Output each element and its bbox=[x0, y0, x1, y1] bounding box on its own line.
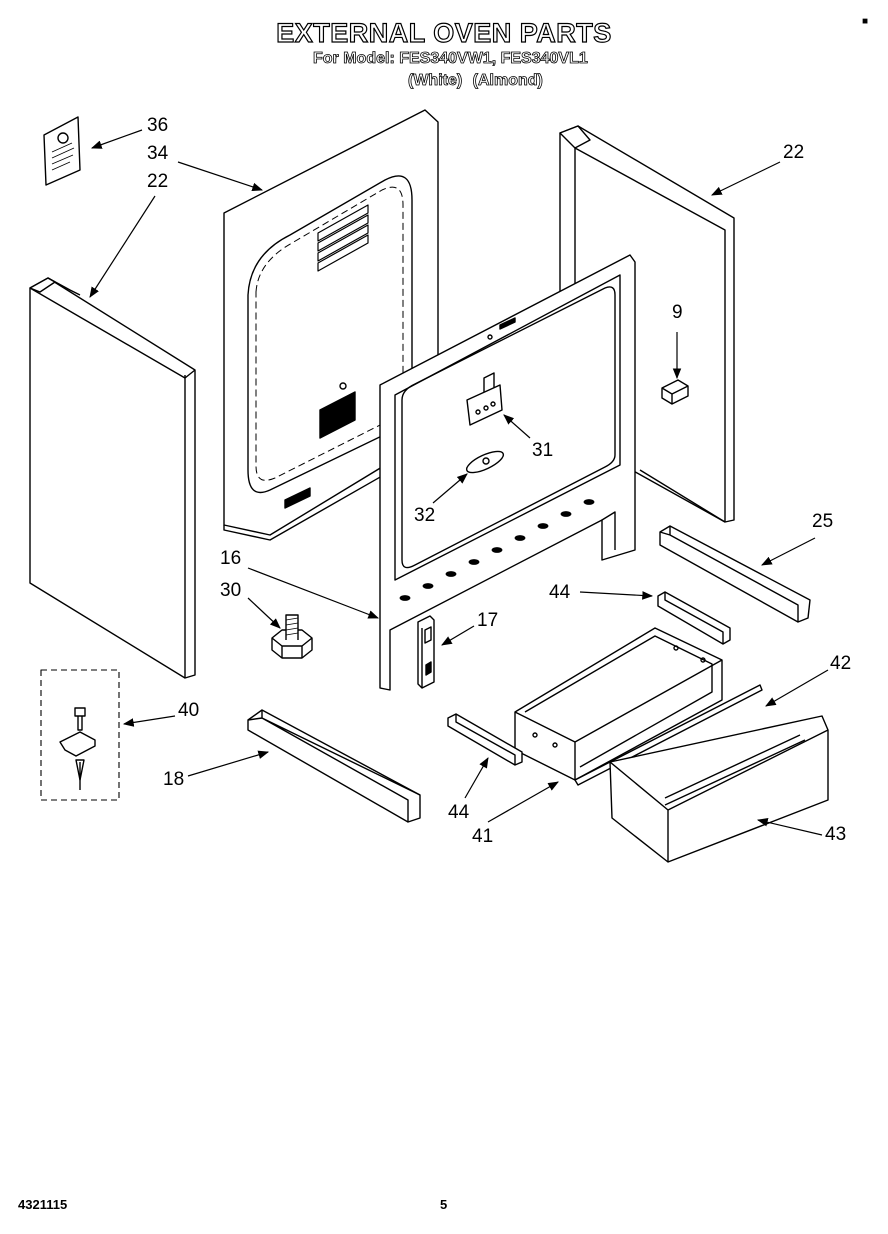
leader-arrows bbox=[89, 130, 828, 835]
corner-mark: ■ bbox=[862, 16, 869, 27]
callout-17: 17 bbox=[477, 610, 499, 631]
callout-30: 30 bbox=[220, 580, 242, 601]
callout-22-left: 22 bbox=[147, 171, 169, 192]
callout-36: 36 bbox=[147, 115, 169, 136]
part-31-switch bbox=[467, 373, 502, 425]
part-16-front-frame bbox=[380, 255, 635, 690]
color-variants: (White) (Almond) bbox=[408, 72, 544, 90]
callout-32: 32 bbox=[414, 505, 436, 526]
callout-18: 18 bbox=[163, 769, 185, 790]
part-40-anti-tip-kit bbox=[41, 670, 119, 800]
callout-43: 43 bbox=[825, 824, 847, 845]
callout-31: 31 bbox=[532, 440, 554, 461]
part-32-lens bbox=[464, 447, 506, 477]
part-22-left-side-panel bbox=[30, 278, 195, 678]
part-17-bracket bbox=[418, 616, 434, 688]
callout-9: 9 bbox=[672, 302, 683, 323]
part-18-kick-plate bbox=[248, 710, 420, 822]
part-36-label-tag bbox=[44, 117, 80, 185]
callout-40: 40 bbox=[178, 700, 200, 721]
callout-25: 25 bbox=[812, 511, 834, 532]
page-number: 5 bbox=[440, 1197, 448, 1212]
model-line: For Model: FES340VW1, FES340VL1 bbox=[313, 50, 589, 68]
callout-44-upper: 44 bbox=[549, 582, 571, 603]
part-9-clip bbox=[662, 380, 688, 404]
callout-22-right: 22 bbox=[783, 142, 805, 163]
callout-41: 41 bbox=[472, 826, 494, 847]
part-44-drawer-slide-upper bbox=[658, 592, 730, 644]
callout-44-lower: 44 bbox=[448, 802, 470, 823]
document-number: 4321115 bbox=[18, 1197, 68, 1212]
callout-16: 16 bbox=[220, 548, 242, 569]
part-44-drawer-slide-lower bbox=[448, 714, 522, 765]
callout-34: 34 bbox=[147, 143, 169, 164]
part-30-leveling-leg bbox=[272, 615, 312, 658]
callout-42: 42 bbox=[830, 653, 852, 674]
part-25-rail bbox=[660, 526, 810, 622]
page-title: EXTERNAL OVEN PARTS bbox=[276, 17, 612, 48]
part-43-drawer-front bbox=[610, 716, 828, 862]
